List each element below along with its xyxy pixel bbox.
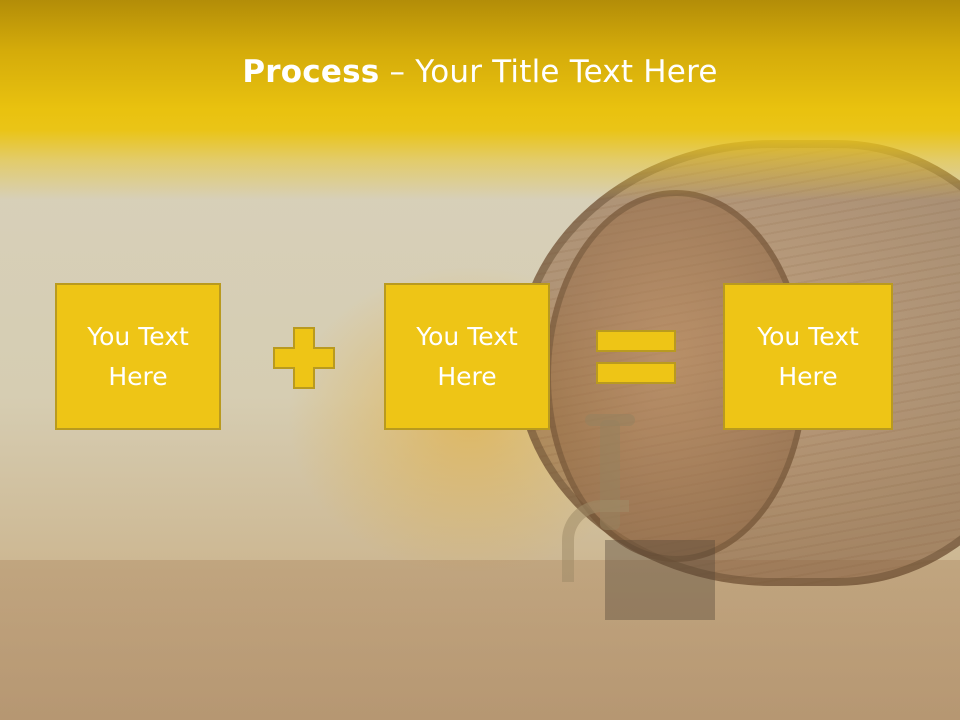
process-box-2-line1: You Text	[416, 321, 518, 351]
process-box-3-line1: You Text	[757, 321, 859, 351]
equals-icon	[596, 330, 676, 384]
process-box-3-line2: Here	[778, 361, 838, 391]
process-box-1-line1: You Text	[87, 321, 189, 351]
process-box-2[interactable]: You Text Here	[384, 283, 550, 430]
background-tap-spout	[562, 500, 629, 582]
slide-title: Process – Your Title Text Here	[0, 54, 960, 90]
title-band	[0, 0, 960, 200]
plus-icon	[273, 327, 335, 389]
process-box-2-line2: Here	[437, 361, 497, 391]
process-box-3[interactable]: You Text Here	[723, 283, 893, 430]
background-table	[0, 560, 960, 720]
process-box-1[interactable]: You Text Here	[55, 283, 221, 430]
background-tap-handle	[585, 414, 635, 426]
slide-title-bold: Process	[242, 54, 380, 90]
process-box-1-line2: Here	[108, 361, 168, 391]
slide-title-rest: – Your Title Text Here	[379, 54, 718, 90]
